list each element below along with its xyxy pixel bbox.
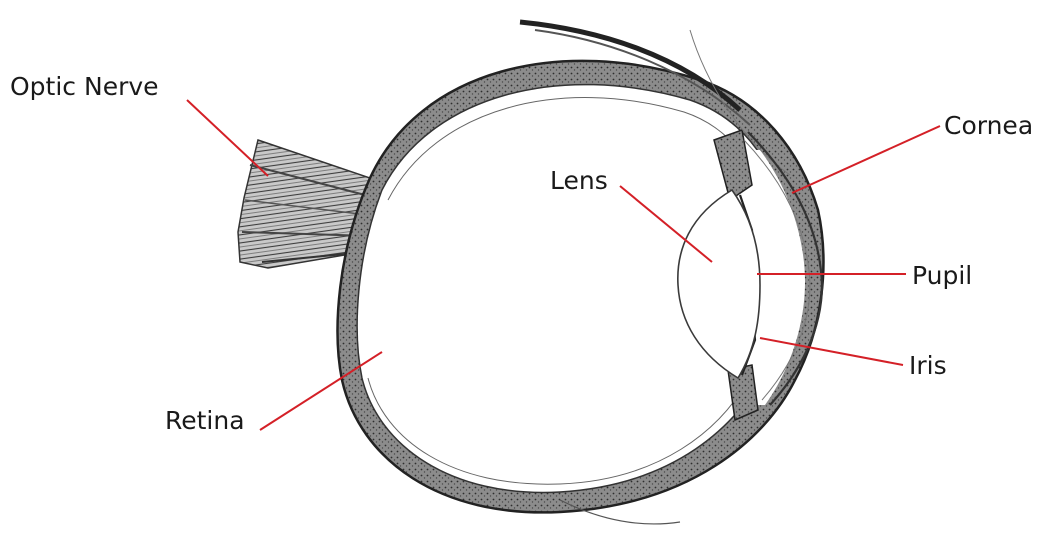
label-iris: Iris [909,353,947,378]
leader-line-optic-nerve [187,100,268,176]
label-optic-nerve: Optic Nerve [10,74,159,99]
label-lens: Lens [550,168,608,193]
label-cornea: Cornea [944,113,1033,138]
leader-line-cornea [792,126,940,193]
label-pupil: Pupil [912,263,972,288]
label-retina: Retina [165,408,245,433]
